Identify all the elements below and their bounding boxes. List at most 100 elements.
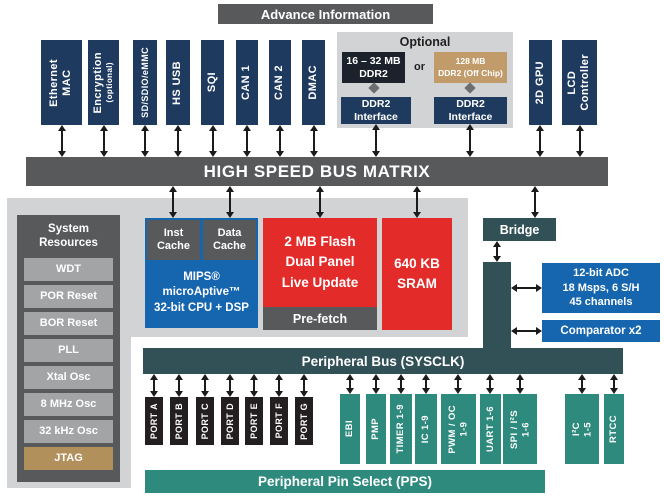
pps-bar: Peripheral Pin Select (PPS): [145, 470, 545, 493]
block-2d-gpu: 2D GPU: [529, 40, 552, 125]
optional-title: Optional: [399, 35, 451, 49]
sysres-item-pll: PLL: [24, 338, 113, 362]
ddr2-offchip-block: 128 MB DDR2 (Off Chip): [434, 52, 507, 83]
bidirectional-arrow: [413, 186, 421, 218]
ddr2-onchip-block: 16 – 32 MB DDR2: [342, 52, 405, 83]
port-d-block: PORT D: [221, 397, 239, 445]
bidirectional-arrow: [174, 125, 182, 157]
flash-label: 2 MB Flash Dual Panel Live Update: [281, 234, 359, 290]
inst-cache: Inst Cache: [147, 220, 200, 260]
data-cache: Data Cache: [203, 220, 256, 260]
encryption-label: Encryption: [92, 51, 105, 114]
periph-timer: TIMER 1-9: [390, 394, 412, 464]
port-f-block: PORT F: [270, 397, 288, 445]
cpu-block: Inst Cache Data Cache MIPS® microAptive™…: [145, 218, 258, 328]
sysres-item-jtag: JTAG: [24, 446, 113, 470]
bidirectional-arrow: [276, 125, 284, 157]
encryption-optional-label: (optional): [105, 62, 115, 103]
adc-block: 12-bit ADC 18 Msps, 6 S/H 45 channels: [542, 263, 660, 313]
periph-rtcc: RTCC: [604, 394, 624, 464]
bidirectional-arrow: [346, 374, 354, 394]
bidirectional-arrow: [516, 374, 524, 394]
periph-uart: UART 1-6: [480, 394, 501, 464]
ethernet-mac-label: Ethernet MAC: [48, 58, 74, 107]
bidirectional-arrow: [275, 374, 283, 397]
bidirectional-arrow: [100, 125, 108, 157]
bidirectional-arrow: [175, 374, 183, 397]
bidirectional-arrow: [141, 125, 149, 157]
sd-sdio-emmc-label: SD/SDIO/eMMC: [139, 47, 150, 118]
bidirectional-arrow: [243, 125, 251, 157]
system-resources-panel: System Resources WDT POR Reset BOR Reset…: [17, 215, 120, 482]
bidirectional-arrow: [576, 125, 584, 157]
block-dmac: DMAC: [302, 40, 325, 125]
block-ethernet-mac: Ethernet MAC: [41, 40, 82, 125]
ddr2-interface-left: DDR2 Interface: [341, 97, 411, 124]
system-resources-title: System Resources: [39, 223, 98, 250]
bridge-bus-column: [483, 262, 511, 357]
block-encryption: Encryption (optional): [88, 40, 119, 125]
port-a-block: PORT A: [145, 397, 163, 445]
block-sd-sdio-emmc: SD/SDIO/eMMC: [133, 40, 157, 125]
port-e-block: PORT E: [245, 397, 263, 445]
bidirectional-arrow: [578, 374, 586, 394]
block-can2: CAN 2: [269, 40, 291, 125]
optional-group: Optional 16 – 32 MB DDR2 or 128 MB DDR2 …: [337, 32, 513, 128]
bidirectional-arrow: [169, 186, 177, 218]
bidirectional-arrow: [226, 186, 234, 218]
bidirectional-arrow: [226, 374, 234, 397]
block-lcd-controller: LCD Controller: [562, 40, 597, 125]
bidirectional-arrow: [397, 374, 405, 394]
bidirectional-arrow: [150, 374, 158, 397]
bidirectional-arrow: [454, 374, 462, 394]
or-label: or: [414, 61, 425, 73]
can1-label: CAN 1: [240, 64, 253, 100]
gpu-label: 2D GPU: [533, 60, 546, 105]
comparator-block: Comparator x2: [542, 320, 660, 342]
bidirectional-arrow: [536, 125, 544, 157]
sysres-item-xtal-osc: Xtal Osc: [24, 365, 113, 389]
sysres-item-32khz-osc: 32 kHz Osc: [24, 419, 113, 443]
sysres-item-8mhz-osc: 8 MHz Osc: [24, 392, 113, 416]
bidirectional-arrow: [300, 374, 308, 397]
pps-label: Peripheral Pin Select (PPS): [257, 474, 433, 489]
sysres-item-bor-reset: BOR Reset: [24, 311, 113, 335]
block-can1: CAN 1: [236, 40, 258, 125]
bidirectional-arrow: [493, 241, 501, 262]
bidirectional-arrow: [531, 186, 539, 218]
periph-i2c: I²C 1-5: [565, 394, 599, 464]
peripheral-bus-bar: Peripheral Bus (SYSCLK): [143, 348, 623, 374]
bidirectional-arrow: [58, 125, 66, 157]
cpu-label: MIPS® microAptive™ 32-bit CPU + DSP: [154, 270, 249, 314]
sram-block: 640 KB SRAM: [382, 218, 452, 330]
dmac-label: DMAC: [306, 65, 319, 100]
flash-block: 2 MB Flash Dual Panel Live Update Pre-fe…: [263, 218, 377, 330]
block-hs-usb: HS USB: [166, 40, 190, 125]
bidirectional-arrow: [466, 124, 474, 157]
periph-spi-i2s: SPI / I²S 1-6: [503, 394, 537, 464]
sysres-item-wdt: WDT: [24, 257, 113, 281]
bidirectional-arrow: [422, 374, 430, 394]
hs-usb-label: HS USB: [171, 60, 184, 105]
ddr2-interface-right: DDR2 Interface: [434, 97, 507, 124]
periph-ic: IC 1-9: [415, 394, 437, 464]
port-g-block: PORT G: [295, 397, 313, 445]
bridge-block: Bridge: [483, 218, 556, 241]
bidirectional-arrow: [486, 374, 494, 394]
bidirectional-arrow: [610, 374, 618, 394]
advance-information-banner: Advance Information: [218, 4, 433, 24]
bidirectional-arrow: [511, 327, 542, 335]
periph-pmp: PMP: [366, 394, 386, 464]
port-b-block: PORT B: [170, 397, 188, 445]
bidirectional-arrow: [310, 125, 318, 157]
port-c-block: PORT C: [196, 397, 214, 445]
lcd-controller-label: LCD Controller: [566, 54, 592, 111]
bidirectional-arrow: [372, 124, 380, 157]
bidirectional-arrow: [372, 374, 380, 394]
bus-matrix-label: HIGH SPEED BUS MATRIX: [203, 161, 431, 181]
prefetch-bar: Pre-fetch: [263, 307, 377, 330]
peripheral-bus-label: Peripheral Bus (SYSCLK): [301, 353, 465, 369]
sysres-item-por-reset: POR Reset: [24, 284, 113, 308]
block-sqi: SQI: [201, 40, 224, 125]
